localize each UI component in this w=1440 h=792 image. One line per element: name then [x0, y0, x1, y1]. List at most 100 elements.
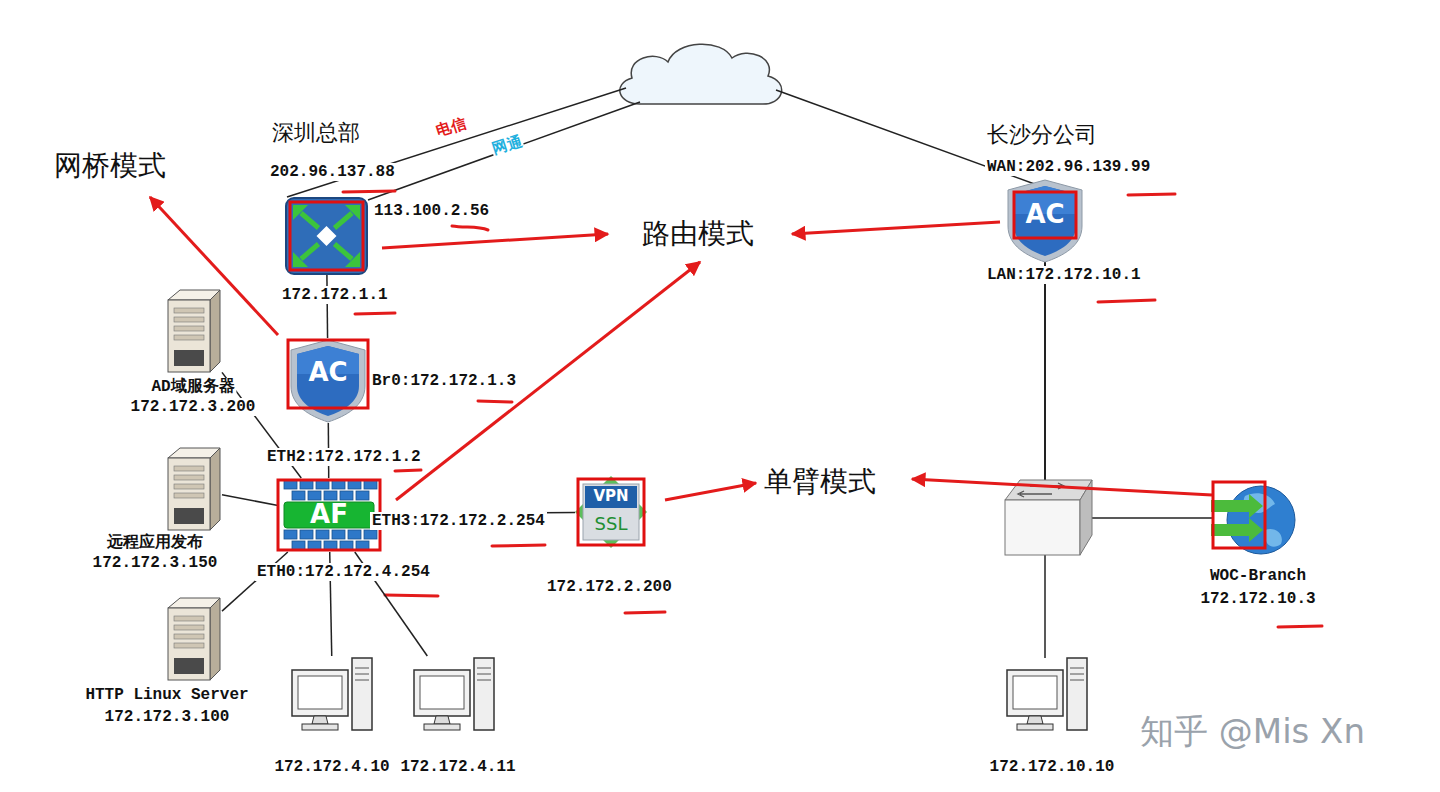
- firewall-brick: [356, 491, 369, 500]
- server-bay: [174, 317, 204, 322]
- router-arrow-head: [293, 205, 308, 220]
- highlight-box: [578, 479, 644, 545]
- icon-label: AC: [1025, 200, 1064, 230]
- device-label: 113.100.2.56: [372, 202, 491, 220]
- firewall-brick: [332, 530, 345, 539]
- network-link: [222, 552, 288, 611]
- globe: [1227, 486, 1295, 554]
- shield-rim: [1008, 180, 1082, 262]
- firewall-brick: [284, 530, 297, 539]
- underline: [492, 545, 545, 546]
- device-node: 深圳总部202.96.137.88113.100.2.56172.172.1.1: [285, 197, 368, 275]
- router-arrow: [301, 244, 319, 259]
- server-icon: [160, 288, 222, 374]
- switch-top: [1005, 480, 1092, 500]
- device-node: 172.172.4.11: [412, 656, 497, 734]
- vpn-back: [575, 476, 647, 548]
- icon-label: AF: [310, 500, 348, 530]
- line-label: 网通: [489, 133, 525, 159]
- icon-label: VPN: [593, 488, 628, 505]
- device-node: 长沙分公司WAN:202.96.139.99ACLAN:172.172.10.1: [1005, 178, 1085, 263]
- device-node: ACBr0:172.172.1.3ETH2:172.172.1.2: [288, 338, 368, 423]
- server-bay: [174, 643, 204, 648]
- callout-arrow: [792, 222, 1000, 234]
- device-node: AD域服务器172.172.3.200: [160, 288, 222, 374]
- server-side: [210, 448, 220, 530]
- underlines: [343, 191, 1322, 627]
- pc-tower-slots: [355, 668, 369, 680]
- mode-callout: 网桥模式: [52, 150, 168, 182]
- firewall-brick: [300, 530, 313, 539]
- device-label: 长沙分公司: [985, 122, 1099, 147]
- server-front: [168, 300, 210, 372]
- underline: [1098, 300, 1155, 302]
- device-node: 172.172.10.10: [1005, 656, 1090, 734]
- icon-label: AC: [308, 358, 347, 388]
- switch-front: [1005, 500, 1080, 555]
- underline: [1128, 194, 1175, 195]
- server-grille: [174, 350, 204, 366]
- woc-arrow: [1211, 494, 1263, 518]
- server-bay: [174, 625, 204, 630]
- switch-side: [1080, 480, 1092, 555]
- server-bay: [174, 484, 204, 489]
- pc-stand: [312, 716, 328, 724]
- firewall-brick: [340, 491, 353, 500]
- router-arrow: [335, 213, 353, 228]
- highlight-box: [288, 340, 368, 408]
- callout-arrow: [382, 234, 608, 248]
- pc-base: [1017, 724, 1053, 730]
- server-icon: [160, 596, 222, 682]
- vpn-band: [585, 486, 637, 508]
- underline: [395, 470, 421, 471]
- device-label: 202.96.137.88: [268, 163, 397, 181]
- highlight-box: [1213, 482, 1265, 548]
- device-label: 172.172.2.200: [545, 578, 674, 596]
- highlight-box: [1014, 192, 1076, 238]
- callout-arrow: [912, 479, 1212, 495]
- router-arrow-head: [293, 252, 308, 267]
- pc-base: [424, 724, 460, 730]
- device-label: ETH2:172.172.1.2: [265, 448, 423, 466]
- device-label: 172.172.10.10: [988, 758, 1117, 776]
- pc-icon: [1005, 656, 1090, 734]
- cloud: [620, 44, 782, 104]
- network-link: [222, 495, 278, 506]
- router-core: [317, 226, 337, 246]
- server-bay: [174, 475, 204, 480]
- pc-screen: [420, 676, 464, 709]
- pc-icon: [412, 656, 497, 734]
- shield-face: [1014, 186, 1076, 256]
- mode-callout: 单臂模式: [762, 466, 878, 498]
- callout-arrow: [665, 483, 756, 500]
- server-bay: [174, 308, 204, 313]
- router-arrow: [301, 213, 319, 228]
- server-bay: [174, 493, 204, 498]
- device-label: HTTP Linux Server: [83, 686, 250, 704]
- device-label: 172.172.4.10: [272, 758, 391, 776]
- watermark: 知乎 @Mis Xn: [1140, 712, 1365, 751]
- firewall-brick: [348, 530, 361, 539]
- device-label: 172.172.10.3: [1198, 590, 1317, 608]
- wan-line: [368, 102, 640, 200]
- lan-line: [1044, 262, 1046, 482]
- network-link: [326, 275, 328, 338]
- underline: [385, 595, 438, 596]
- device-label: WAN:202.96.139.99: [985, 158, 1152, 176]
- firewall-brick: [292, 491, 305, 500]
- switch-symbol: [1005, 480, 1092, 555]
- mode-callout: 路由模式: [640, 218, 756, 250]
- device-label: ETH0:172.172.4.254: [255, 563, 432, 581]
- device-label: WOC-Branch: [1208, 567, 1308, 585]
- device-node: 远程应用发布172.172.3.150: [160, 446, 222, 532]
- underline: [343, 191, 395, 192]
- firewall-brick: [324, 491, 337, 500]
- router-icon: [285, 197, 368, 275]
- pc-tower: [1067, 658, 1087, 730]
- device-node: VPNSSL172.172.2.200: [575, 476, 647, 548]
- server-front: [168, 458, 210, 530]
- underline: [625, 612, 665, 613]
- lan-line: [1044, 555, 1046, 658]
- shield-face: [297, 346, 359, 416]
